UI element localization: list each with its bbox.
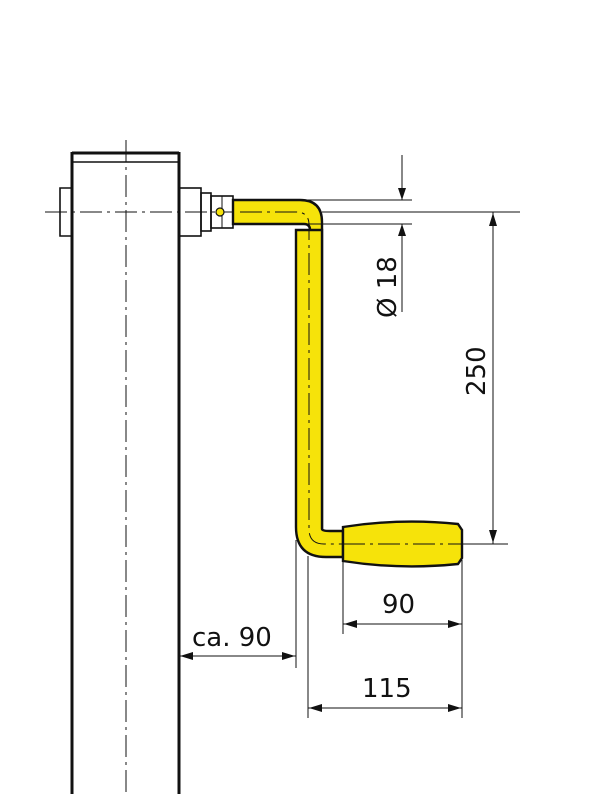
dimension-offset: ca. 90 — [179, 540, 297, 668]
crank-grip — [341, 520, 464, 568]
grip-length-label: 90 — [382, 590, 415, 620]
dimension-grip-length: 90 — [342, 560, 463, 634]
dimension-total-width: 115 — [307, 556, 463, 718]
offset-label: ca. 90 — [192, 623, 272, 653]
height-label: 250 — [462, 346, 492, 396]
coupling — [178, 187, 234, 237]
crank-arm — [231, 198, 346, 559]
dimension-diameter: Ø 18 — [240, 155, 412, 318]
diameter-label: Ø 18 — [373, 256, 403, 318]
locking-pin — [215, 207, 225, 217]
dimension-height: 250 — [322, 211, 508, 545]
total-width-label: 115 — [362, 674, 412, 704]
post — [59, 140, 181, 794]
